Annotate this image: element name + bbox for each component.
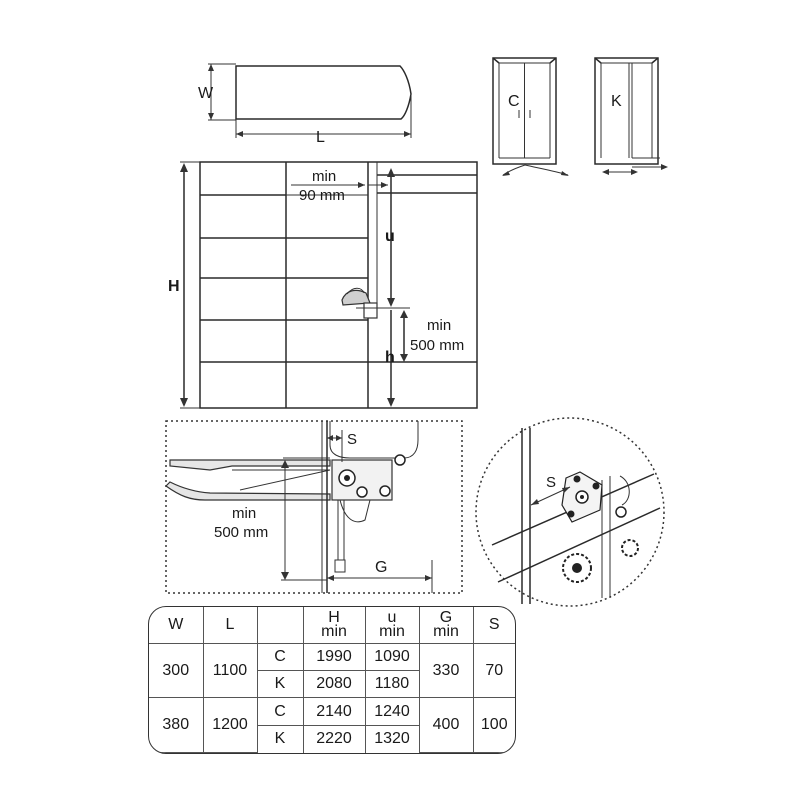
wardrobe-front-elevation	[180, 161, 478, 409]
cell-S: 70	[472, 642, 515, 699]
label-u: u	[385, 228, 395, 245]
label-G: G	[375, 559, 387, 576]
cell-u: 1180	[364, 670, 419, 699]
side-detail-view	[165, 420, 463, 594]
cell-type: C	[256, 697, 304, 726]
cell-G: 330	[418, 642, 474, 699]
cell-W: 380	[149, 697, 204, 753]
cell-H: 1990	[302, 642, 366, 672]
cell-u: 1240	[364, 697, 420, 726]
header-W: W	[149, 607, 204, 644]
header-type	[256, 607, 304, 644]
cell-L: 1200	[202, 697, 258, 753]
cell-G: 400	[418, 697, 474, 753]
cell-H: 2080	[302, 670, 366, 699]
wardrobe-k-icon	[594, 57, 668, 175]
label-S-detail: S	[546, 474, 556, 491]
header-L: L	[202, 607, 258, 644]
table-row: 300 1100 C 1990 1090 330 70	[149, 642, 515, 699]
wardrobe-c-icon	[492, 57, 569, 176]
table-row: K 2080 1180	[149, 670, 515, 699]
header-S: S	[472, 607, 515, 644]
label-90mm: 90 mm	[299, 187, 345, 204]
cell-W: 300	[149, 642, 204, 699]
cell-H: 2220	[302, 724, 366, 753]
cell-type: C	[256, 642, 304, 672]
cell-u: 1320	[364, 724, 419, 753]
cell-L: 1100	[202, 642, 258, 699]
label-min-90: min	[312, 168, 336, 185]
cell-type: K	[257, 670, 304, 699]
label-500mm: 500 mm	[214, 524, 268, 541]
label-min-500-top: min	[427, 317, 451, 334]
ironing-board-top-view	[208, 63, 412, 138]
label-K: K	[611, 93, 622, 110]
cell-type: K	[257, 724, 304, 753]
label-L: L	[316, 129, 325, 146]
cell-H: 2140	[302, 697, 366, 726]
magnified-detail-circle	[475, 417, 665, 607]
table-row: 380 1200 C 2140 1240 400 100	[149, 697, 515, 753]
label-W: W	[198, 85, 214, 102]
cell-u: 1090	[364, 642, 420, 672]
label-S: S	[347, 431, 357, 448]
cell-S: 100	[472, 697, 515, 753]
label-h: h	[385, 349, 395, 366]
label-500mm-top: 500 mm	[410, 337, 464, 354]
label-min-500: min	[232, 505, 256, 522]
label-C: C	[508, 93, 520, 110]
table-row: K 2220 1320	[149, 724, 515, 753]
label-H: H	[168, 278, 180, 295]
